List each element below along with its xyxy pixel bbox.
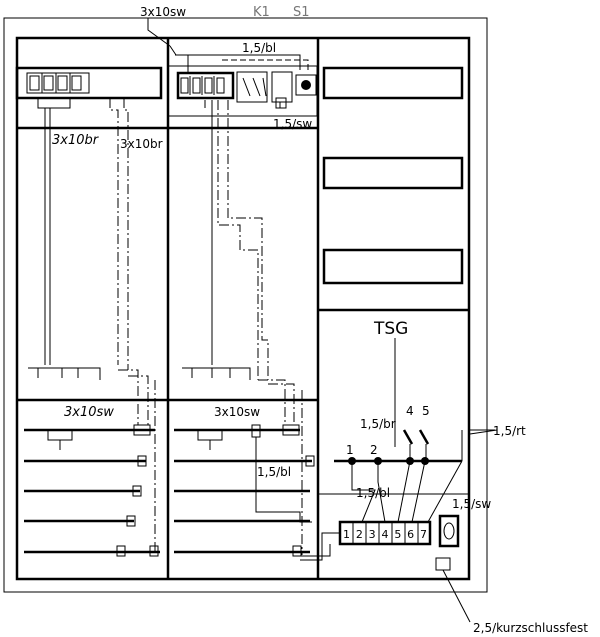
- meter-middle-box: [167, 65, 318, 117]
- inner-frame: [15, 36, 471, 581]
- label-1: 1: [346, 443, 354, 457]
- meter-right-3: [322, 248, 464, 285]
- label-15bl-right: 1,5/bl: [356, 486, 390, 500]
- terminal-left-1: [133, 424, 151, 436]
- label-15rt: 1,5/rt: [493, 424, 526, 438]
- switch-s1: [271, 71, 293, 103]
- meter-right-1: [322, 66, 464, 100]
- label-s1: S1: [293, 5, 310, 20]
- label-3x10br-left: 3x10br: [52, 133, 100, 148]
- label-3x10sw-left: 3x10sw: [64, 405, 114, 420]
- label-25-kurzschlussfest: 2,5/kurzschlussfest: [473, 621, 588, 635]
- label-k1: K1: [253, 5, 270, 20]
- s1-contact-dot: [301, 80, 311, 90]
- label-15br: 1,5/br: [360, 417, 396, 431]
- label-5: 5: [422, 404, 430, 418]
- label-tsg: TSG: [373, 319, 408, 339]
- label-3x10sw-mid: 3x10sw: [214, 405, 260, 419]
- contactor-k1: [236, 71, 268, 103]
- label-2: 2: [370, 443, 378, 457]
- outer-frame: [3, 17, 488, 593]
- meter-left-display: [26, 72, 90, 94]
- label-15bl-top: 1,5/bl: [242, 41, 276, 55]
- label-15bl-mid: 1,5/bl: [257, 465, 291, 479]
- label-3x10br-mid: 3x10br: [120, 137, 163, 151]
- fuse-holder: [438, 514, 460, 548]
- label-4: 4: [406, 404, 414, 418]
- label-15sw-top: 1,5/sw: [273, 117, 312, 131]
- meter-right-2: [322, 156, 464, 190]
- label-3x10sw-top: 3x10sw: [140, 5, 186, 19]
- label-15sw-right: 1,5/sw: [452, 497, 491, 511]
- terminal-numbers: 1234567: [343, 528, 427, 541]
- meter-middle-display: [176, 71, 235, 100]
- meter-left: [15, 66, 163, 100]
